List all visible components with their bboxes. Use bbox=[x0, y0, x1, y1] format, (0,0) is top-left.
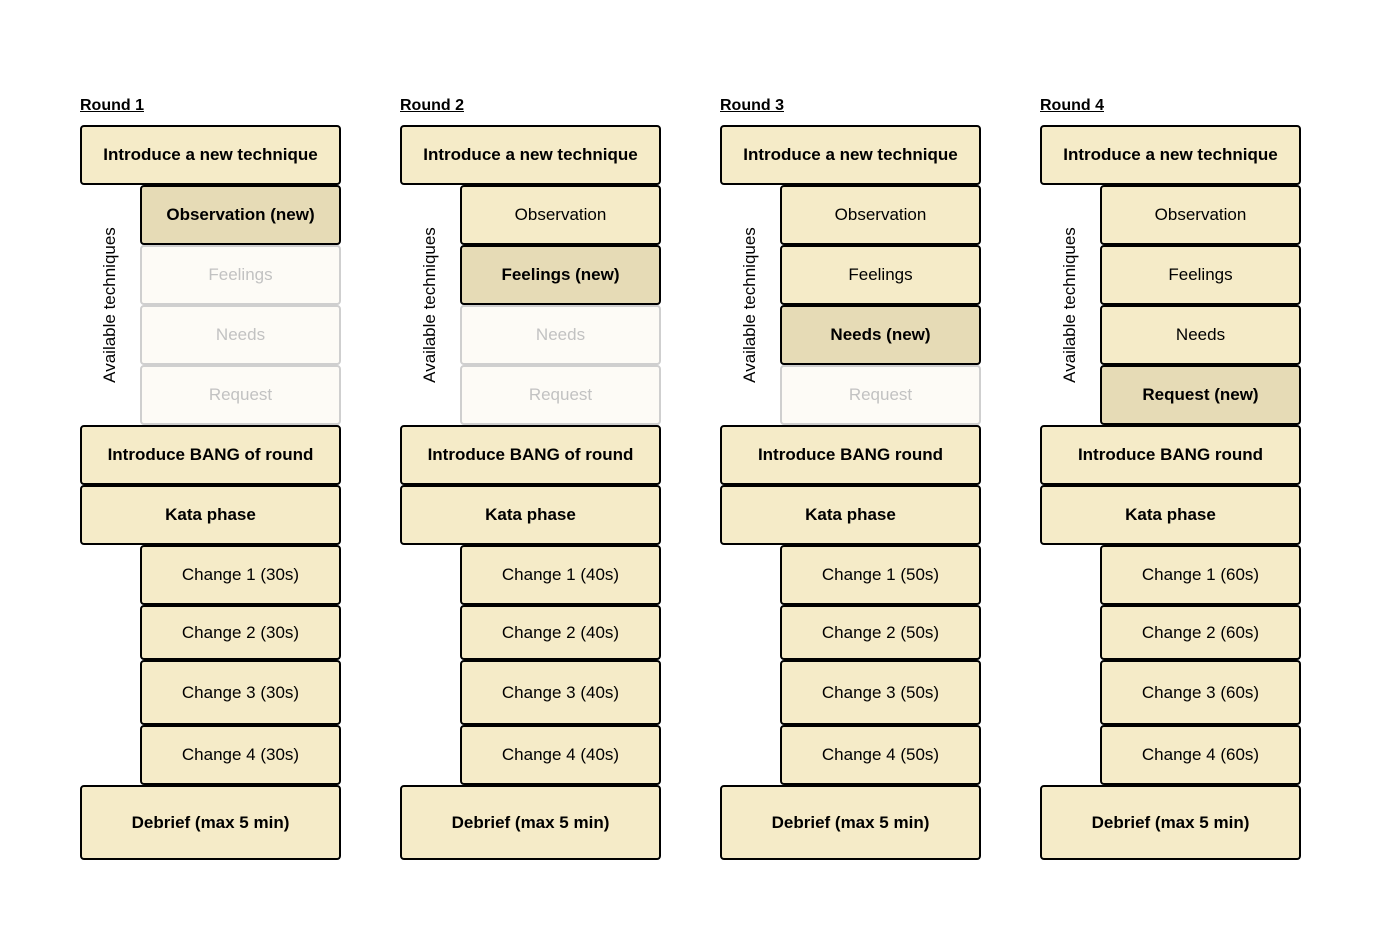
technique-request: Request (new) bbox=[1100, 365, 1301, 425]
technique-needs: Needs bbox=[140, 305, 341, 365]
kata-phase-box: Kata phase bbox=[400, 485, 661, 545]
bang-box: Introduce BANG of round bbox=[400, 425, 661, 485]
round-2: Round 2 Introduce a new technique Availa… bbox=[400, 0, 662, 940]
bang-box: Introduce BANG round bbox=[1040, 425, 1301, 485]
available-techniques-label: Available techniques bbox=[420, 227, 440, 383]
round-title: Round 4 bbox=[1040, 97, 1104, 114]
technique-observation: Observation (new) bbox=[140, 185, 341, 245]
change-4-box: Change 4 (30s) bbox=[140, 725, 341, 785]
available-techniques-label: Available techniques bbox=[100, 227, 120, 383]
change-1-box: Change 1 (40s) bbox=[460, 545, 661, 605]
technique-feelings: Feelings bbox=[140, 245, 341, 305]
change-2-box: Change 2 (30s) bbox=[140, 605, 341, 660]
change-1-box: Change 1 (60s) bbox=[1100, 545, 1301, 605]
intro-technique-box: Introduce a new technique bbox=[1040, 125, 1301, 185]
technique-observation: Observation bbox=[1100, 185, 1301, 245]
change-3-box: Change 3 (50s) bbox=[780, 660, 981, 725]
change-4-box: Change 4 (60s) bbox=[1100, 725, 1301, 785]
technique-feelings: Feelings bbox=[1100, 245, 1301, 305]
technique-needs: Needs bbox=[1100, 305, 1301, 365]
change-3-box: Change 3 (30s) bbox=[140, 660, 341, 725]
available-techniques-label: Available techniques bbox=[740, 227, 760, 383]
technique-observation: Observation bbox=[780, 185, 981, 245]
bang-box: Introduce BANG round bbox=[720, 425, 981, 485]
kata-phase-box: Kata phase bbox=[80, 485, 341, 545]
change-2-box: Change 2 (40s) bbox=[460, 605, 661, 660]
round-4: Round 4 Introduce a new technique Availa… bbox=[1040, 0, 1302, 940]
technique-request: Request bbox=[140, 365, 341, 425]
debrief-box: Debrief (max 5 min) bbox=[720, 785, 981, 860]
round-title: Round 2 bbox=[400, 97, 464, 114]
change-4-box: Change 4 (40s) bbox=[460, 725, 661, 785]
intro-technique-box: Introduce a new technique bbox=[720, 125, 981, 185]
technique-feelings: Feelings (new) bbox=[460, 245, 661, 305]
debrief-box: Debrief (max 5 min) bbox=[1040, 785, 1301, 860]
technique-request: Request bbox=[460, 365, 661, 425]
round-title: Round 1 bbox=[80, 97, 144, 114]
round-1: Round 1 Introduce a new technique Availa… bbox=[80, 0, 342, 940]
change-2-box: Change 2 (60s) bbox=[1100, 605, 1301, 660]
bang-box: Introduce BANG of round bbox=[80, 425, 341, 485]
kata-phase-box: Kata phase bbox=[720, 485, 981, 545]
change-1-box: Change 1 (50s) bbox=[780, 545, 981, 605]
change-1-box: Change 1 (30s) bbox=[140, 545, 341, 605]
debrief-box: Debrief (max 5 min) bbox=[80, 785, 341, 860]
available-techniques-label: Available techniques bbox=[1060, 227, 1080, 383]
round-title: Round 3 bbox=[720, 97, 784, 114]
change-4-box: Change 4 (50s) bbox=[780, 725, 981, 785]
round-3: Round 3 Introduce a new technique Availa… bbox=[720, 0, 982, 940]
technique-needs: Needs (new) bbox=[780, 305, 981, 365]
intro-technique-box: Introduce a new technique bbox=[400, 125, 661, 185]
debrief-box: Debrief (max 5 min) bbox=[400, 785, 661, 860]
technique-request: Request bbox=[780, 365, 981, 425]
technique-needs: Needs bbox=[460, 305, 661, 365]
change-3-box: Change 3 (40s) bbox=[460, 660, 661, 725]
change-3-box: Change 3 (60s) bbox=[1100, 660, 1301, 725]
technique-feelings: Feelings bbox=[780, 245, 981, 305]
change-2-box: Change 2 (50s) bbox=[780, 605, 981, 660]
kata-phase-box: Kata phase bbox=[1040, 485, 1301, 545]
technique-observation: Observation bbox=[460, 185, 661, 245]
intro-technique-box: Introduce a new technique bbox=[80, 125, 341, 185]
